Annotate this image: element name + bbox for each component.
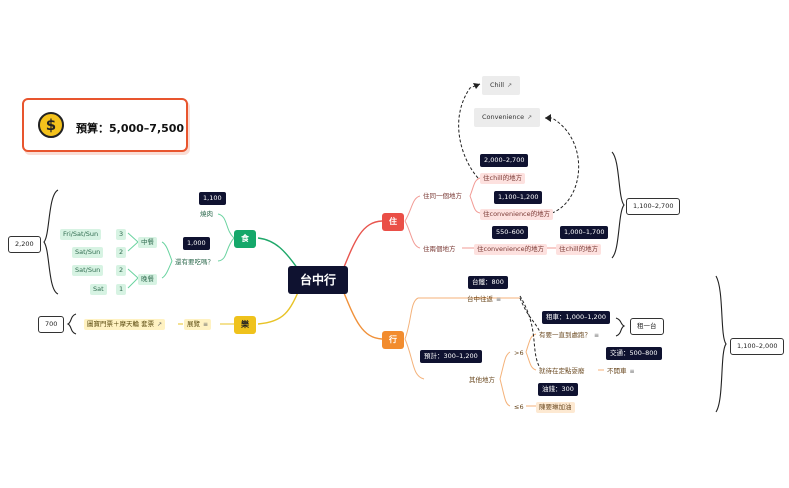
dollar-coin-icon: $ — [38, 112, 64, 138]
node-ticket[interactable]: 圖寶門票＋摩天輪 套票↗ — [84, 319, 166, 330]
node-diff-chill[interactable]: 住chill的地方 — [556, 244, 602, 255]
arrowhead-conv — [545, 114, 551, 122]
node-other-places[interactable]: 其他地方 — [469, 376, 495, 384]
connector-go-other — [404, 338, 425, 380]
notes-icon[interactable]: ≡ — [629, 368, 635, 375]
notes-icon[interactable]: ≡ — [496, 296, 502, 303]
category-live[interactable]: 住 — [382, 213, 404, 231]
external-link-icon[interactable]: ↗ — [507, 82, 513, 89]
price-tag-chill: 2,000–2,700 — [480, 154, 529, 167]
price-tag-rental: 租車：1,000–1,200 — [542, 311, 610, 324]
node-more-food[interactable]: 還有要吃嗎？ — [175, 258, 214, 266]
connector-gt6-stay — [525, 351, 537, 371]
node-exhibit[interactable]: 展覽≡ — [184, 319, 212, 330]
node-bbq[interactable]: 燒肉 — [200, 210, 213, 218]
live-total: 1,100–2,700 — [626, 198, 681, 215]
node-diff-convenience[interactable]: 住convenience的地方 — [474, 244, 548, 255]
lunch-days-2[interactable]: Sat/Sun — [72, 247, 104, 258]
connector-other-gt6 — [499, 351, 511, 380]
node-at-most-6[interactable]: ≤6 — [514, 403, 524, 411]
connector-go-hsr — [404, 297, 419, 340]
category-go[interactable]: 行 — [382, 331, 404, 349]
external-link-icon[interactable]: ↗ — [157, 321, 163, 328]
connector-dinner-items — [127, 268, 139, 289]
node-same-place[interactable]: 住同一個地方 — [423, 192, 462, 200]
arrowhead-chill — [473, 83, 480, 89]
budget-card: $ 預算：5,000–7,500 — [22, 98, 188, 152]
connector-lunch-items — [127, 232, 139, 252]
root-node[interactable]: 台中行 — [288, 266, 349, 294]
link-card-convenience[interactable]: Convenience↗ — [474, 108, 541, 127]
price-tag-diff-chill: 1,000–1,700 — [560, 226, 609, 239]
brace-go — [715, 275, 727, 413]
dinner-days-1[interactable]: Sat/Sun — [72, 265, 104, 276]
node-chill[interactable]: 住chill的地方 — [480, 173, 526, 184]
price-tag-more: 1,000 — [183, 237, 210, 250]
notes-icon[interactable]: ≡ — [594, 332, 600, 339]
lunch-count-2[interactable]: 2 — [116, 247, 127, 258]
round-trip-label: 台中往返 — [467, 295, 493, 303]
node-travel-around[interactable]: 有要一直到處跑？≡ — [536, 330, 602, 341]
go-total: 1,100–2,000 — [730, 338, 785, 355]
price-tag-hsr: 台鐵：800 — [468, 276, 508, 289]
price-tag-transport: 交通：500–800 — [606, 347, 662, 360]
connector-live-diff — [404, 220, 421, 249]
connector-live-same — [404, 195, 421, 222]
lunch-days-1[interactable]: Fri/Sat/Sun — [60, 229, 102, 240]
play-total: 700 — [38, 316, 65, 333]
connector-food-bbq — [217, 213, 235, 239]
dashed-arrow-conv — [545, 117, 580, 214]
notes-icon[interactable]: ≡ — [203, 321, 209, 328]
food-total: 2,200 — [8, 236, 41, 253]
node-convenience[interactable]: 住convenience的地方 — [480, 209, 554, 220]
category-play[interactable]: 樂 — [234, 316, 256, 334]
ticket-label: 圖寶門票＋摩天輪 套票 — [87, 320, 155, 328]
connector-more-lunch — [161, 241, 173, 262]
connector-root-go — [341, 287, 383, 340]
link-conv-label: Convenience — [482, 113, 525, 121]
no-driving-label: 不開車 — [607, 367, 627, 375]
node-round-trip[interactable]: 台中往返≡ — [464, 294, 504, 305]
dashed-arrow-rent-2 — [519, 297, 541, 333]
brace-live — [611, 151, 625, 259]
node-dinner[interactable]: 晚餐 — [138, 274, 157, 285]
brace-food — [43, 189, 59, 295]
price-tag-bbq: 1,100 — [199, 192, 226, 205]
node-rent-one[interactable]: 租一台 — [630, 318, 664, 335]
node-fuel[interactable]: 陳要琳加油 — [536, 402, 575, 413]
dinner-days-2[interactable]: Sat — [90, 284, 107, 295]
connector-same-conv — [469, 195, 481, 214]
price-tag-other: 預計：300–1,200 — [420, 350, 482, 363]
dinner-count-2[interactable]: 1 — [116, 284, 127, 295]
brace-rent — [615, 317, 626, 337]
external-link-icon[interactable]: ↗ — [527, 114, 533, 121]
connector-root-live — [341, 220, 383, 273]
price-tag-fuel: 油錢：300 — [538, 383, 578, 396]
dashed-arrow-rent — [519, 295, 541, 369]
category-food[interactable]: 食 — [234, 230, 256, 248]
connector-same-chill — [469, 177, 481, 197]
connector-more-dinner — [161, 260, 173, 279]
connector-food-more — [217, 237, 235, 262]
node-more-than-6[interactable]: >6 — [514, 349, 524, 357]
exhibit-label: 展覽 — [187, 320, 200, 328]
budget-label: 預算：5,000–7,500 — [76, 122, 185, 135]
price-tag-diff-conv: 550–600 — [492, 226, 529, 239]
price-tag-conv: 1,100–1,200 — [494, 191, 543, 204]
node-two-places[interactable]: 住兩個地方 — [423, 245, 456, 253]
link-card-chill[interactable]: Chill↗ — [482, 76, 521, 95]
connector-gt6-far — [525, 333, 537, 353]
node-no-driving[interactable]: 不開車≡ — [604, 366, 638, 377]
travel-around-label: 有要一直到處跑？ — [539, 331, 591, 339]
dinner-count-1[interactable]: 2 — [116, 265, 127, 276]
node-stay-put[interactable]: 就待在定點耍廢 — [539, 367, 585, 375]
lunch-count-1[interactable]: 3 — [116, 229, 127, 240]
connector-other-lt6 — [499, 378, 511, 407]
brace-play — [66, 313, 77, 335]
node-lunch[interactable]: 中餐 — [138, 237, 157, 248]
link-chill-label: Chill — [490, 81, 505, 89]
dashed-arrow-chill — [458, 83, 481, 179]
